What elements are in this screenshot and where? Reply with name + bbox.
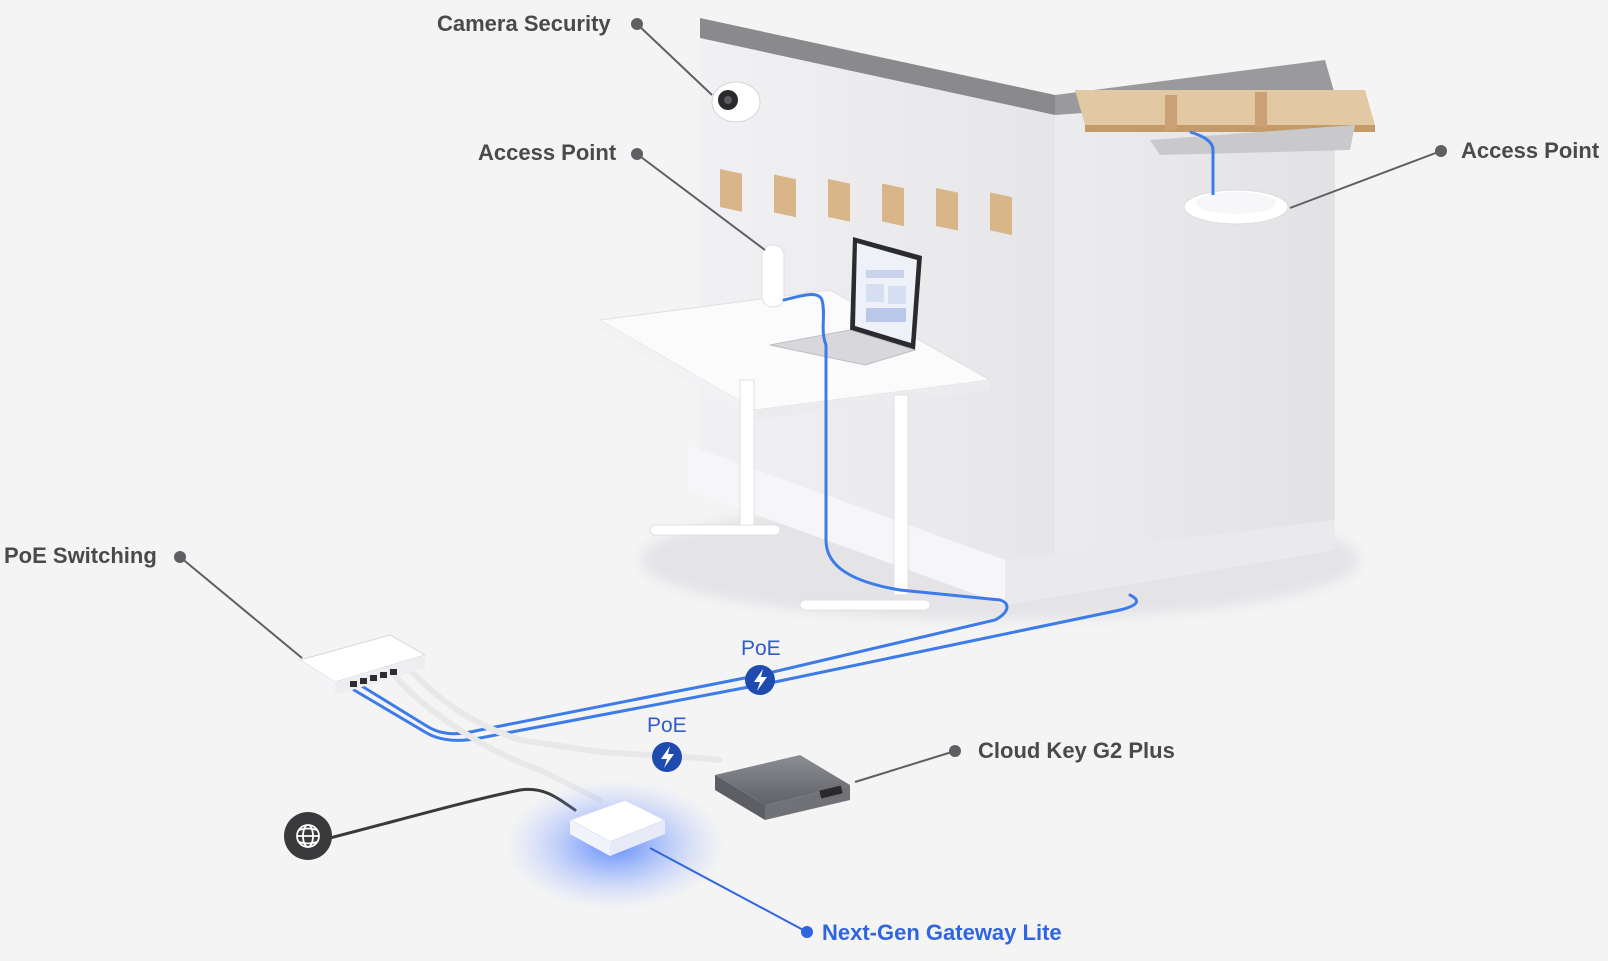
- lightning-bolt-icon: [661, 746, 674, 768]
- globe-icon: [296, 824, 320, 848]
- cloud-key-device: [715, 755, 850, 820]
- poe-badge-lower: [652, 742, 682, 772]
- laptop: [769, 237, 922, 366]
- lightning-bolt-icon: [754, 669, 767, 691]
- label-access-point-right: Access Point: [1461, 138, 1600, 163]
- leader-lines: [179, 23, 1442, 933]
- label-camera-security: Camera Security: [437, 11, 611, 36]
- desk-access-point: [761, 244, 785, 308]
- cable-ceiling: [1189, 130, 1215, 195]
- label-access-point-left: Access Point: [478, 140, 617, 165]
- label-poe-switching: PoE Switching: [4, 543, 157, 568]
- poe-label-upper: PoE: [741, 637, 781, 660]
- label-next-gen-gateway: Next-Gen Gateway Lite: [822, 920, 1062, 945]
- poe-badge-upper: [745, 665, 775, 695]
- ceiling-access-point: [1183, 189, 1289, 225]
- gateway-device: [568, 799, 667, 856]
- security-camera: [711, 81, 761, 123]
- leader-dots: [174, 18, 1447, 938]
- network-cables: [328, 293, 1138, 840]
- poe-label-lower: PoE: [647, 714, 687, 737]
- internet-node: [284, 812, 332, 860]
- label-cloud-key: Cloud Key G2 Plus: [978, 738, 1175, 763]
- poe-switch: [298, 634, 427, 695]
